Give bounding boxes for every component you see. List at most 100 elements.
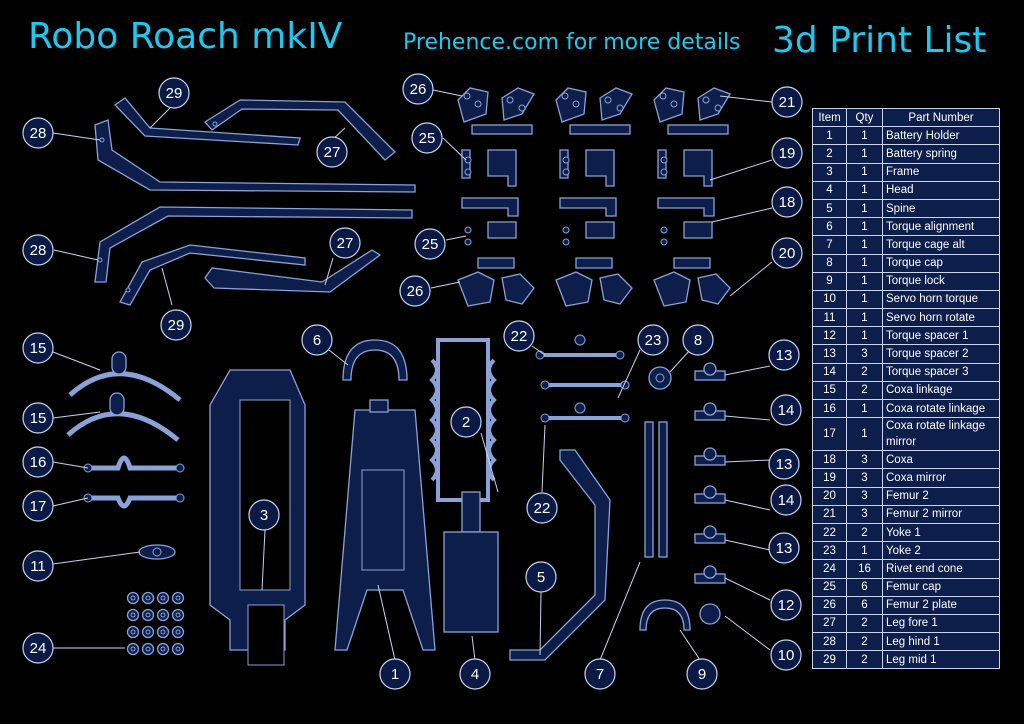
cell-part-number: Leg fore 1 (882, 613, 1000, 634)
cell-part-number: Coxa rotate linkage mirror (882, 417, 1000, 452)
callout-circle (22, 117, 54, 149)
callout-label: 22 (511, 328, 528, 345)
cell-item: 5 (812, 198, 847, 219)
cell-qty: 1 (846, 326, 883, 346)
callout-10: 10 (770, 639, 802, 671)
callout-17: 17 (22, 490, 54, 522)
callout-13: 13 (768, 339, 800, 371)
cell-qty: 1 (846, 217, 883, 237)
callout-label: 23 (645, 332, 662, 349)
cell-part-number: Femur 2 plate (882, 595, 1000, 615)
callout-21: 21 (771, 86, 803, 118)
col-header-part-number: Part Number (882, 107, 1000, 128)
callout-label: 25 (419, 130, 436, 147)
cell-qty: 2 (846, 362, 883, 382)
cell-part-number: Torque cap (882, 253, 1000, 273)
callout-circle (22, 632, 54, 664)
cell-part-number: Leg mid 1 (882, 650, 1000, 670)
callout-circle (411, 122, 443, 154)
cell-item: 15 (812, 380, 847, 401)
cell-part-number: Battery spring (882, 144, 1000, 164)
callout-label: 24 (30, 640, 47, 657)
callout-11: 11 (22, 550, 54, 582)
cell-part-number: Head (882, 180, 1000, 200)
callout-circle (22, 332, 54, 364)
callout-label: 17 (30, 498, 47, 515)
cell-part-number: Frame (882, 162, 1000, 182)
callout-circle (770, 394, 802, 426)
leg-parts (94, 97, 416, 306)
cell-qty: 6 (846, 595, 883, 615)
callout-28: 28 (22, 117, 54, 149)
callout-circle (526, 492, 558, 524)
callout-label: 2 (462, 414, 470, 431)
spring-parts (342, 338, 497, 502)
cell-item: 4 (812, 180, 847, 200)
servo-horn (699, 603, 721, 625)
col-header-qty: Qty (846, 107, 883, 128)
callout-circle (248, 499, 280, 531)
cell-part-number: Battery Holder (882, 126, 1000, 146)
callout-label: 1 (391, 666, 399, 683)
callout-label: 22 (534, 500, 551, 517)
callout-28: 28 (22, 234, 54, 266)
callout-3: 3 (248, 499, 280, 531)
cell-part-number: Yoke 2 (882, 541, 1000, 561)
cell-qty: 3 (846, 344, 883, 364)
cell-item: 20 (812, 486, 847, 506)
callout-circle (771, 237, 803, 269)
femur-coxa-parts (457, 87, 731, 307)
leg-fore-lower (204, 249, 382, 293)
callout-15: 15 (22, 402, 54, 434)
head-part (443, 491, 499, 633)
callout-label: 14 (778, 402, 795, 419)
callout-label: 15 (30, 410, 47, 427)
callout-circle (459, 658, 491, 690)
cell-item: 28 (812, 632, 847, 652)
callout-29: 29 (158, 77, 190, 109)
callout-26: 26 (399, 275, 431, 307)
callout-circle (329, 227, 361, 259)
callout-12: 12 (770, 589, 802, 621)
callout-16: 16 (22, 446, 54, 478)
leader-lines (52, 89, 773, 661)
cell-qty: 2 (846, 650, 883, 670)
callout-label: 10 (778, 647, 795, 664)
cell-qty: 2 (846, 613, 883, 634)
callout-circle (301, 324, 333, 356)
callout-label: 21 (779, 94, 796, 111)
leg-fore-upper (204, 99, 396, 161)
cell-part-number: Coxa rotate linkage (882, 398, 1000, 419)
cell-qty: 1 (846, 180, 883, 200)
cell-item: 22 (812, 522, 847, 543)
callout-6: 6 (301, 324, 333, 356)
cell-item: 24 (812, 559, 847, 579)
cell-part-number: Spine (882, 198, 1000, 219)
callout-4: 4 (459, 658, 491, 690)
callout-circle (768, 339, 800, 371)
col-header-item: Item (812, 107, 847, 128)
cell-item: 17 (812, 417, 847, 452)
table-header-row: Item Qty Part Number (812, 107, 1000, 128)
callout-label: 18 (779, 194, 796, 211)
cell-qty: 6 (846, 577, 883, 597)
callout-27: 27 (329, 227, 361, 259)
cell-part-number: Femur 2 (882, 486, 1000, 506)
cell-item: 27 (812, 613, 847, 634)
cell-item: 12 (812, 326, 847, 346)
callout-circle (771, 186, 803, 218)
battery-holder-part (334, 399, 436, 651)
callout-label: 9 (698, 666, 706, 683)
cell-qty: 2 (846, 380, 883, 401)
list-title: 3d Print List (772, 20, 987, 61)
callout-label: 12 (778, 597, 795, 614)
